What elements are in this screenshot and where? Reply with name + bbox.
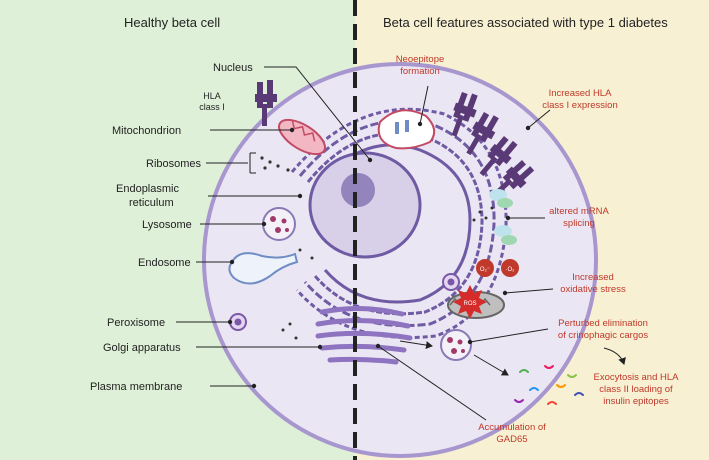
label-exocytosis-line3: insulin epitopes — [603, 396, 669, 407]
endosome-icon — [228, 252, 299, 285]
label-plasma-membrane: Plasma membrane — [90, 381, 182, 393]
label-hla-line2: class I — [199, 102, 225, 112]
label-crinophagic-line1: Perturbed elimination — [558, 318, 648, 329]
mrna-splicing-icon — [472, 189, 517, 245]
label-gad65-line2: GAD65 — [496, 434, 527, 445]
label-lysosome: Lysosome — [142, 219, 192, 231]
label-mrna-line2: splicing — [563, 218, 595, 229]
label-exocytosis-line1: Exocytosis and HLA — [593, 372, 679, 383]
ros-label: ROS — [463, 301, 476, 307]
peroxisome-icon — [229, 313, 247, 331]
ribosomes-icon — [260, 156, 290, 172]
label-hla-line1: HLA — [203, 91, 221, 101]
nucleolus — [341, 173, 375, 207]
oxidative-stress-icon: O₂⁻ ·O₂ ROS — [447, 259, 519, 319]
neoepitope-vesicle-icon — [377, 109, 436, 150]
label-peroxisome: Peroxisome — [107, 317, 165, 329]
label-endosome: Endosome — [138, 257, 191, 269]
label-crinophagic-line2: of crinophagic cargos — [558, 330, 649, 341]
golgi-apparatus-icon — [315, 305, 413, 365]
label-gad65-line1: Accumulation of — [478, 422, 546, 433]
o2-radical-label: ·O₂ — [506, 267, 516, 273]
label-oxidative-line1: Increased — [572, 272, 614, 283]
left-leader-lines — [176, 66, 373, 389]
left-header: Healthy beta cell — [124, 15, 220, 30]
label-neoepitope-line2: formation — [400, 66, 440, 77]
label-er-line2: reticulum — [129, 197, 174, 209]
insulin-epitopes-icon — [514, 365, 584, 405]
label-mitochondrion: Mitochondrion — [112, 125, 181, 137]
label-ribosomes: Ribosomes — [146, 158, 202, 170]
label-golgi: Golgi apparatus — [103, 342, 181, 354]
crinophagic-cargo-icon — [440, 329, 472, 361]
label-exocytosis-line2: class II loading of — [599, 384, 673, 395]
hla-class-i-icon — [255, 80, 277, 126]
lysosome-icon — [262, 207, 296, 241]
right-leader-lines — [375, 85, 626, 421]
label-mrna-line1: altered mRNA — [549, 206, 609, 217]
label-nucleus: Nucleus — [213, 62, 253, 74]
o2-superoxide-label: O₂⁻ — [480, 267, 490, 273]
peroxisome-right-icon — [442, 273, 460, 291]
label-oxidative-line2: oxidative stress — [560, 284, 626, 295]
scattered-vesicles — [281, 248, 314, 340]
hla-increased-icons — [451, 92, 535, 197]
label-neoepitope-line1: Neoepitope — [396, 54, 445, 65]
right-header: Beta cell features associated with type … — [383, 15, 668, 30]
label-hla-increased-line1: Increased HLA — [549, 88, 613, 99]
label-er-line1: Endoplasmic — [116, 183, 179, 195]
label-hla-increased-line2: class I expression — [542, 100, 618, 111]
